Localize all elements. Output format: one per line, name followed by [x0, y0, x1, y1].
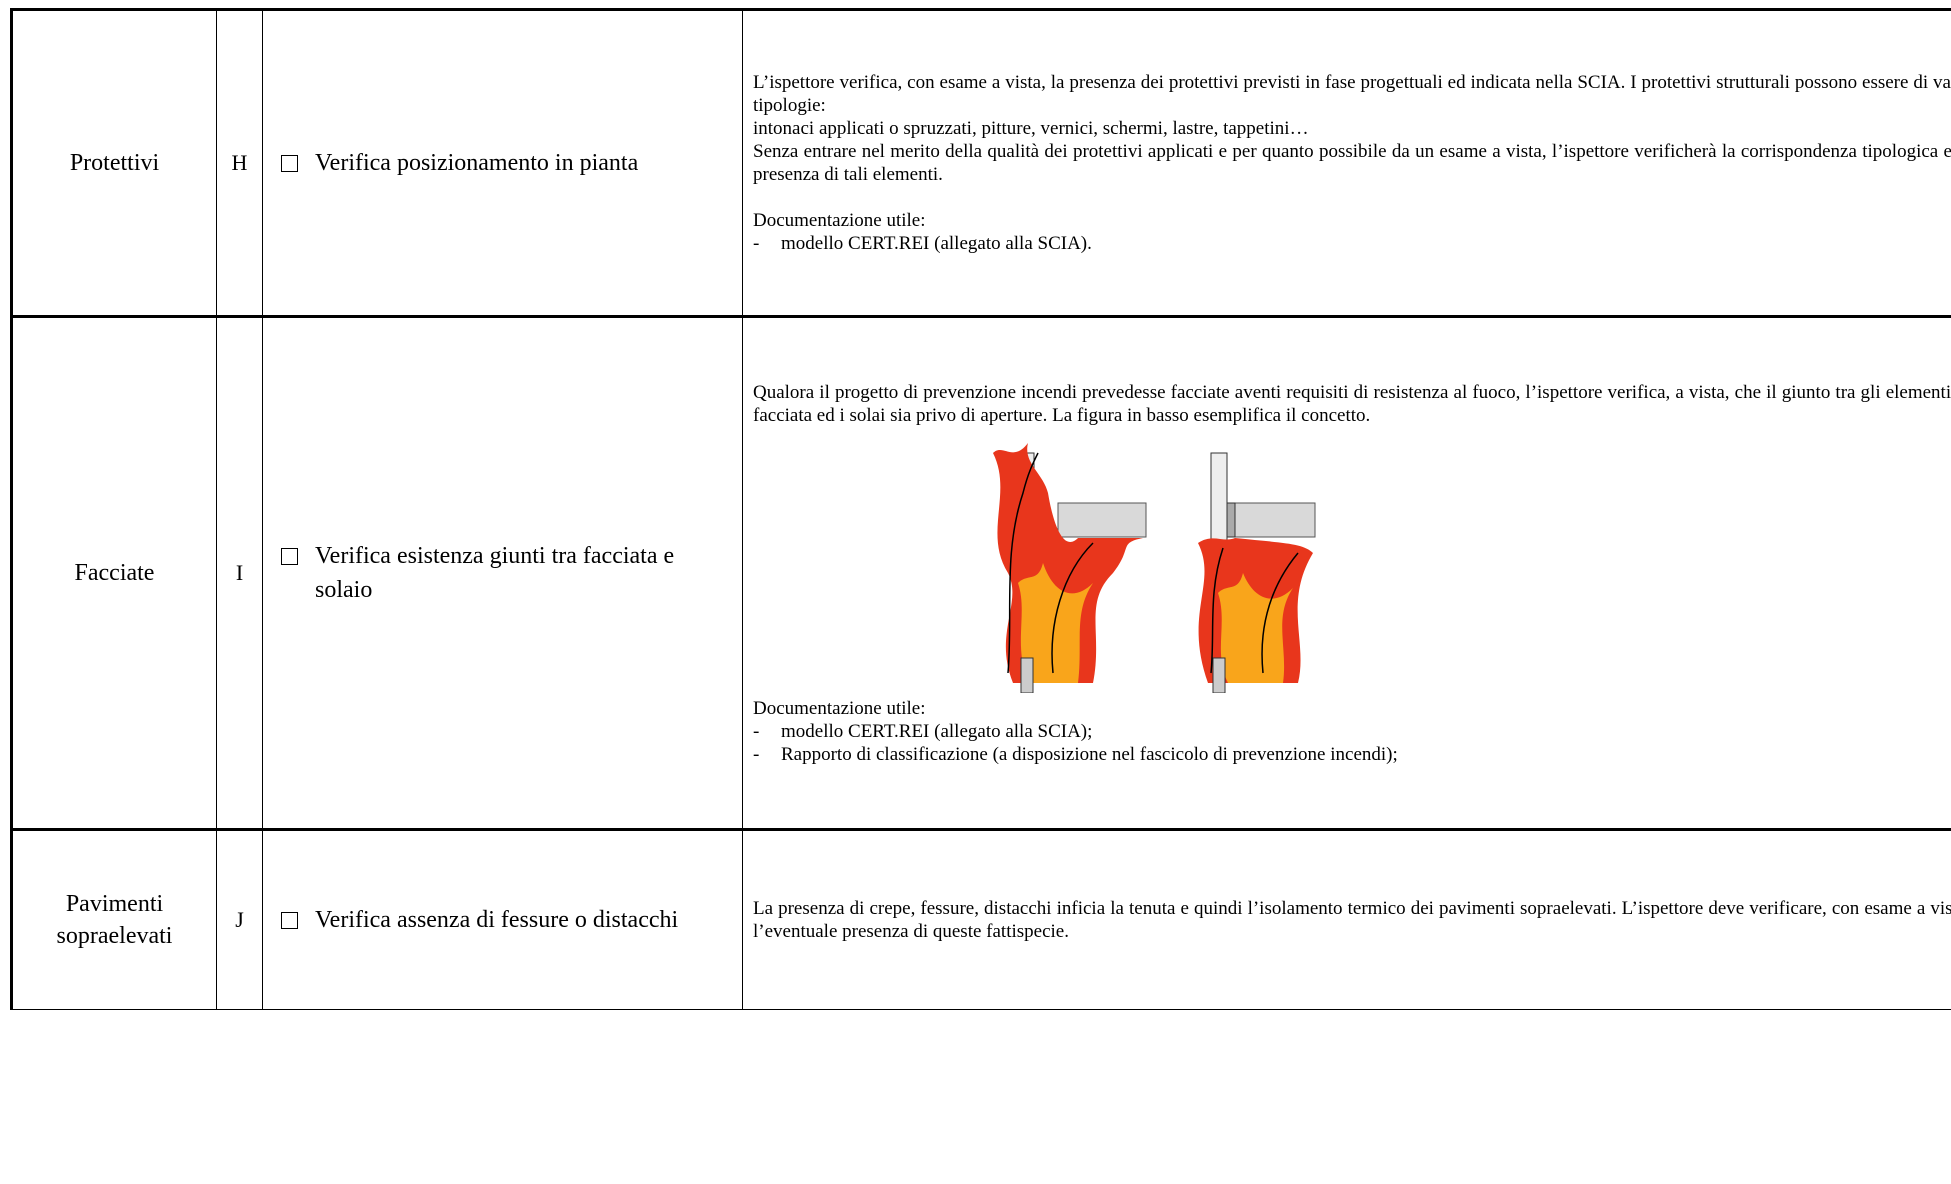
- doc-list: -modello CERT.REI (allegato alla SCIA); …: [753, 720, 1951, 766]
- code-cell: H: [216, 8, 263, 317]
- table-row: Protettivi H Verifica posizionamento in …: [10, 8, 1951, 317]
- category-cell: Protettivi: [10, 8, 217, 317]
- doc-title: Documentazione utile:: [753, 697, 926, 719]
- doc-item: modello CERT.REI (allegato alla SCIA);: [781, 720, 1093, 742]
- category-cell: Pavimenti sopraelevati: [10, 828, 217, 1010]
- check-label: Verifica esistenza giunti tra facciata e…: [315, 543, 675, 603]
- figure-without-joint: [993, 432, 1147, 693]
- table-row: Pavimenti sopraelevati J Verifica assenz…: [10, 828, 1951, 1010]
- inspection-checklist-table: Protettivi H Verifica posizionamento in …: [10, 8, 1951, 1010]
- list-marker: -: [753, 720, 760, 742]
- facade-joint-figure: [983, 432, 1335, 693]
- description-cell: Qualora il progetto di prevenzione incen…: [742, 315, 1951, 830]
- checkbox[interactable]: [281, 155, 298, 172]
- description-paragraph: La presenza di crepe, fessure, distacchi…: [753, 898, 1951, 942]
- list-item: -Rapporto di classificazione (a disposiz…: [753, 743, 1951, 766]
- doc-list: -modello CERT.REI (allegato alla SCIA).: [753, 232, 1951, 255]
- doc-title: Documentazione utile:: [753, 210, 926, 231]
- doc-item: modello CERT.REI (allegato alla SCIA).: [781, 233, 1092, 254]
- checkbox[interactable]: [281, 548, 298, 565]
- description-paragraph: intonaci applicati o spruzzati, pitture,…: [753, 118, 1309, 139]
- description-cell: La presenza di crepe, fessure, distacchi…: [742, 828, 1951, 1010]
- category-cell: Facciate: [10, 315, 217, 830]
- check-label: Verifica assenza di fessure o distacchi: [315, 907, 679, 933]
- list-marker: -: [753, 233, 760, 254]
- list-item: -modello CERT.REI (allegato alla SCIA);: [753, 720, 1951, 743]
- description-paragraph: Senza entrare nel merito della qualità d…: [753, 141, 1951, 185]
- list-item: -modello CERT.REI (allegato alla SCIA).: [753, 232, 1951, 255]
- check-label: Verifica posizionamento in pianta: [315, 150, 639, 176]
- description-paragraph: L’ispettore verifica, con esame a vista,…: [753, 72, 1951, 116]
- figure-with-joint: [1198, 452, 1316, 693]
- check-cell: Verifica posizionamento in pianta: [262, 8, 743, 317]
- description-cell: L’ispettore verifica, con esame a vista,…: [742, 8, 1951, 317]
- checkbox[interactable]: [281, 912, 298, 929]
- doc-item: Rapporto di classificazione (a disposizi…: [781, 743, 1398, 765]
- check-cell: Verifica assenza di fessure o distacchi: [262, 828, 743, 1010]
- code-cell: J: [216, 828, 263, 1010]
- code-cell: I: [216, 315, 263, 830]
- list-marker: -: [753, 743, 760, 765]
- check-cell: Verifica esistenza giunti tra facciata e…: [262, 315, 743, 830]
- table-row: Facciate I Verifica esistenza giunti tra…: [10, 315, 1951, 830]
- description-paragraph: Qualora il progetto di prevenzione incen…: [753, 381, 1951, 426]
